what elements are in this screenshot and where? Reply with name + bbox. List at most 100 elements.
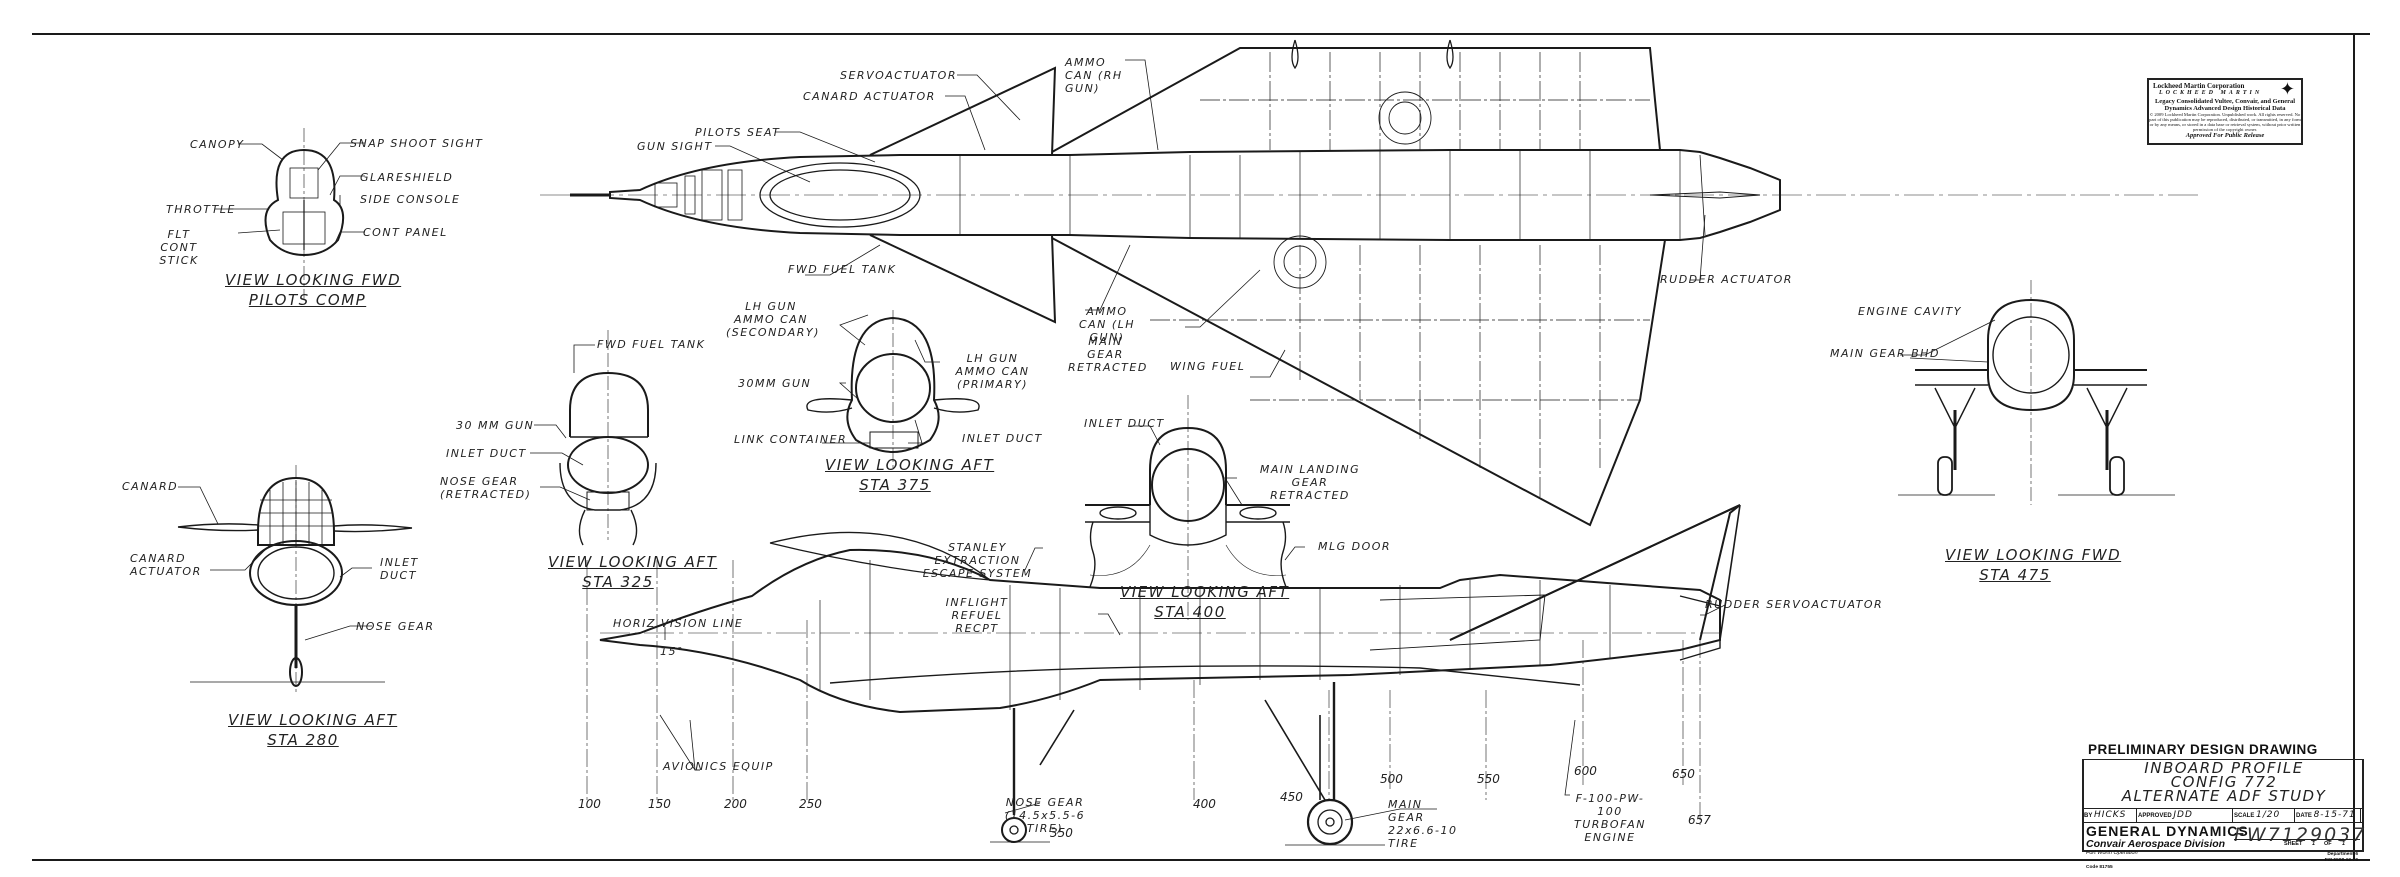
sta-475-view bbox=[1898, 280, 2175, 505]
label-turbofan-engine: F-100-PW-100 TURBOFAN ENGINE bbox=[1573, 792, 1647, 844]
label-throttle: THROTTLE bbox=[166, 203, 236, 216]
copyright-heading: Legacy Consolidated Vultee, Convair, and… bbox=[2154, 98, 2296, 112]
label-inlet-duct: INLET DUCT bbox=[380, 556, 419, 582]
label-cont-panel: CONT PANEL bbox=[363, 226, 448, 239]
view-title-line: VIEW LOOKING AFT bbox=[1120, 583, 1290, 601]
sheet-value: 1 bbox=[2312, 841, 2316, 847]
label-canard: CANARD bbox=[122, 480, 179, 493]
label-horiz-vision-line: HORIZ VISION LINE bbox=[613, 617, 744, 630]
scale-value: 1/20 bbox=[2256, 810, 2281, 820]
date-value: 8-15-71 bbox=[2313, 810, 2356, 820]
view-title-line: VIEW LOOKING AFT bbox=[825, 456, 995, 474]
label-inlet-duct-375: INLET DUCT bbox=[962, 432, 1043, 445]
view-title-line: STA 475 bbox=[1979, 566, 2051, 584]
date-label: DATE bbox=[2296, 813, 2312, 819]
label-flt-cont-stick: FLT CONT STICK bbox=[159, 228, 199, 267]
view-title-sta-475: VIEW LOOKING FWD STA 475 bbox=[1945, 545, 2120, 585]
by-label: BY bbox=[2084, 813, 2093, 819]
drawing-title-line: INBOARD PROFILE bbox=[2144, 759, 2304, 777]
operation-name: Fort Worth Operation bbox=[2086, 850, 2138, 856]
form-ref-line: Department 6 bbox=[2327, 852, 2358, 857]
label-wing-fuel: WING FUEL bbox=[1170, 360, 1246, 373]
label-inflight-refuel: INFLIGHT REFUEL RECPT bbox=[945, 596, 1009, 635]
label-ammo-can-lh: AMMO CAN (LH GUN) bbox=[1078, 305, 1136, 344]
label-side-console: SIDE CONSOLE bbox=[360, 193, 461, 206]
division-name: Convair Aerospace Division bbox=[2086, 838, 2226, 850]
station-657: 657 bbox=[1688, 813, 1711, 827]
view-title-sta-400: VIEW LOOKING AFT STA 400 bbox=[1120, 582, 1290, 622]
label-canard-actuator: CANARD ACTUATOR bbox=[130, 552, 202, 578]
station-150: 150 bbox=[648, 797, 671, 811]
scale-label: SCALE bbox=[2234, 813, 2255, 819]
label-avionics-equip: AVIONICS EQUIP bbox=[663, 760, 774, 773]
title-block-header: PRELIMINARY DESIGN DRAWING bbox=[2088, 742, 2318, 757]
side-profile-view bbox=[586, 504, 1741, 846]
form-reference: Department 6 FW 5508-12-70 bbox=[2325, 852, 2358, 863]
station-400: 400 bbox=[1193, 797, 1216, 811]
view-title-line: VIEW LOOKING AFT bbox=[548, 553, 718, 571]
copyright-logo-text: LOCKHEED MARTIN bbox=[2159, 90, 2263, 96]
form-ref-line: FW 5508-12-70 bbox=[2324, 857, 2358, 863]
drawing-title-line: ALTERNATE ADF STUDY bbox=[2121, 787, 2327, 805]
label-main-gear-retracted: MAIN GEAR RETRACTED bbox=[1068, 335, 1148, 374]
approved-cell: APPROVED JDD bbox=[2136, 809, 2233, 822]
drawing-title-line: CONFIG 772 bbox=[2170, 773, 2278, 791]
code-number: Code 81755 bbox=[2086, 865, 2113, 870]
label-15-deg: 15° bbox=[660, 645, 684, 658]
drawing-number: FW7129037 bbox=[2234, 824, 2367, 846]
station-350: 350 bbox=[1050, 826, 1073, 840]
title-block-info-row: BY HICKS APPROVED JDD SCALE 1/20 DATE 8-… bbox=[2082, 808, 2362, 823]
label-mlg-door: MLG DOOR bbox=[1318, 540, 1392, 553]
station-500: 500 bbox=[1380, 772, 1403, 786]
approved-label: APPROVED bbox=[2138, 813, 2172, 819]
date-cell: DATE 8-15-71 bbox=[2294, 809, 2361, 822]
of-label: OF bbox=[2324, 841, 2332, 847]
company-name: GENERAL DYNAMICS bbox=[2086, 823, 2249, 839]
label-rudder-servoactuator: RUDDER SERVOACTUATOR bbox=[1705, 598, 1884, 611]
title-block-frame bbox=[2082, 759, 2364, 852]
label-main-gear-bhd: MAIN GEAR BHD bbox=[1830, 347, 1940, 360]
view-title-sta-375: VIEW LOOKING AFT STA 375 bbox=[825, 455, 995, 495]
by-value: HICKS bbox=[2094, 810, 2127, 820]
view-title-line: VIEW LOOKING AFT bbox=[228, 711, 398, 729]
label-lh-gun-ammo-primary: LH GUN AMMO CAN (PRIMARY) bbox=[955, 352, 1030, 391]
label-fwd-fuel-tank: FWD FUEL TANK bbox=[597, 338, 706, 351]
copyright-company: Lockheed Martin Corporation bbox=[2153, 82, 2245, 90]
leader-lines bbox=[178, 59, 1996, 821]
label-main-landing-gear-retracted: MAIN LANDING GEAR RETRACTED bbox=[1259, 463, 1361, 502]
label-pilots-seat: PILOTS SEAT bbox=[695, 126, 781, 139]
label-ammo-can-rh: AMMO CAN (RH GUN) bbox=[1065, 56, 1123, 95]
lockheed-star-icon: ✦ bbox=[2279, 79, 2295, 100]
sta-325-view bbox=[559, 330, 657, 546]
pilots-comp-view bbox=[264, 128, 345, 300]
label-nose-gear-tire: NOSE GEAR (14.5x5.5-6 TIRE) bbox=[1004, 796, 1086, 835]
label-gun-sight: GUN SIGHT bbox=[637, 140, 713, 153]
sta-280-view bbox=[177, 465, 413, 695]
station-650: 650 bbox=[1672, 767, 1695, 781]
approved-value: JDD bbox=[2173, 810, 2193, 820]
station-200: 200 bbox=[724, 797, 747, 811]
label-inlet-duct-325: INLET DUCT bbox=[446, 447, 527, 460]
label-link-container: LINK CONTAINER bbox=[734, 433, 848, 446]
label-rudder-actuator: RUDDER ACTUATOR bbox=[1660, 273, 1793, 286]
station-600: 600 bbox=[1574, 764, 1597, 778]
view-title-line: STA 325 bbox=[582, 573, 654, 591]
label-lh-gun-ammo-secondary: LH GUN AMMO CAN (SECONDARY) bbox=[726, 300, 820, 339]
label-engine-cavity: ENGINE CAVITY bbox=[1858, 305, 1962, 318]
label-30mm-gun: 30 MM GUN bbox=[456, 419, 535, 432]
label-glareshield: GLARESHIELD bbox=[360, 171, 454, 184]
by-cell: BY HICKS bbox=[2082, 809, 2137, 822]
sta-400-view bbox=[1085, 395, 1290, 620]
scale-cell: SCALE 1/20 bbox=[2232, 809, 2295, 822]
label-nose-gear-retracted: NOSE GEAR (RETRACTED) bbox=[440, 475, 532, 501]
label-inlet-duct-400: INLET DUCT bbox=[1084, 417, 1165, 430]
view-title-sta-280: VIEW LOOKING AFT STA 280 bbox=[228, 710, 398, 750]
label-fwd-fuel-tank-plan: FWD FUEL TANK bbox=[788, 263, 897, 276]
label-main-gear-tire: MAIN GEAR 22x6.6-10 TIRE bbox=[1388, 798, 1458, 850]
title-block: PRELIMINARY DESIGN DRAWING INBOARD PROFI… bbox=[2082, 742, 2367, 870]
label-canard-actuator-plan: CANARD ACTUATOR bbox=[803, 90, 936, 103]
view-title-line: PILOTS COMP bbox=[248, 291, 367, 309]
label-snap-shoot-sight: SNAP SHOOT SIGHT bbox=[350, 137, 484, 150]
plan-view bbox=[540, 39, 2200, 527]
